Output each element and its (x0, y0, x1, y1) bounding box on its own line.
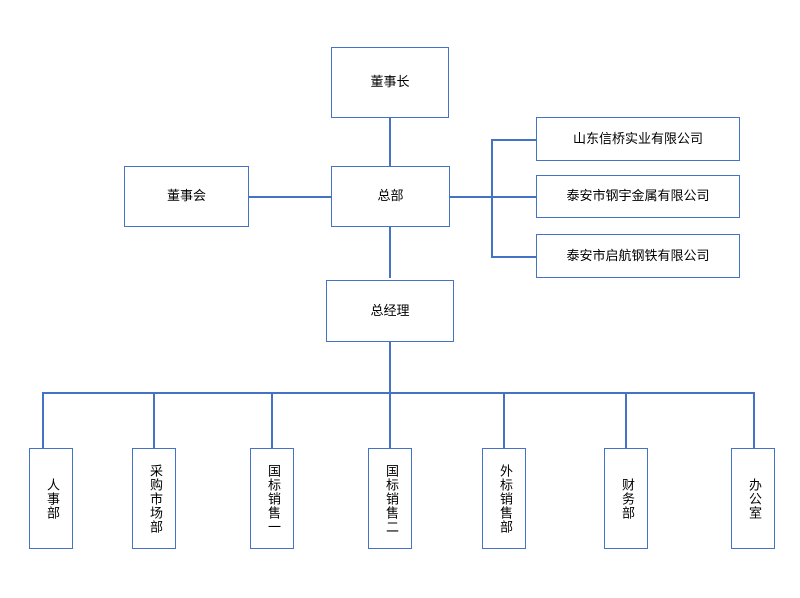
node-chairman[interactable]: 董事长 (331, 47, 449, 118)
node-department-purchasing-market-label: 采购市场部 (147, 463, 162, 534)
node-board[interactable]: 董事会 (124, 166, 249, 227)
node-department-office[interactable]: 办公室 (731, 448, 775, 549)
edge-headquarters-to-subsidiary-bus (450, 196, 492, 198)
edge-drop-dept3 (271, 392, 273, 448)
node-department-hr-label: 人事部 (44, 477, 59, 520)
edge-drop-dept5 (503, 392, 505, 448)
edge-department-bus (42, 392, 754, 394)
edge-headquarters-to-general-manager (389, 226, 391, 278)
edge-drop-dept2 (153, 392, 155, 448)
node-general-manager-label: 总经理 (370, 303, 410, 319)
node-headquarters[interactable]: 总部 (331, 166, 450, 227)
edge-board-to-headquarters (249, 196, 331, 198)
node-department-finance[interactable]: 财务部 (604, 448, 648, 549)
edge-subsidiary-3-stub (491, 256, 536, 258)
node-chairman-label: 董事长 (370, 75, 410, 90)
node-department-national-sales-1-label: 国标销售一 (265, 463, 280, 534)
edge-drop-dept4 (389, 392, 391, 448)
node-general-manager[interactable]: 总经理 (326, 280, 454, 342)
node-department-hr[interactable]: 人事部 (29, 448, 73, 549)
node-subsidiary-3[interactable]: 泰安市启航钢铁有限公司 (536, 234, 740, 278)
edge-subsidiary-2-stub (491, 196, 536, 198)
node-department-foreign-sales[interactable]: 外标销售部 (482, 448, 526, 549)
node-board-label: 董事会 (166, 189, 206, 204)
edge-subsidiary-1-stub (491, 139, 536, 141)
node-subsidiary-2[interactable]: 泰安市钢宇金属有限公司 (536, 175, 740, 218)
node-subsidiary-2-label: 泰安市钢宇金属有限公司 (566, 189, 710, 204)
node-department-national-sales-1[interactable]: 国标销售一 (250, 448, 294, 549)
node-subsidiary-1[interactable]: 山东信桥实业有限公司 (536, 117, 740, 161)
node-subsidiary-1-label: 山东信桥实业有限公司 (572, 131, 703, 147)
edge-drop-dept1 (42, 392, 44, 448)
node-headquarters-label: 总部 (377, 189, 404, 204)
edge-chairman-to-headquarters (389, 118, 391, 168)
node-department-national-sales-2-label: 国标销售二 (383, 463, 398, 534)
edge-general-manager-to-department-bus (389, 342, 391, 393)
node-department-office-label: 办公室 (746, 477, 761, 520)
node-department-finance-label: 财务部 (619, 477, 634, 520)
node-department-foreign-sales-label: 外标销售部 (497, 463, 512, 534)
edge-drop-dept6 (625, 392, 627, 448)
node-subsidiary-3-label: 泰安市启航钢铁有限公司 (566, 248, 710, 264)
node-department-purchasing-market[interactable]: 采购市场部 (132, 448, 176, 549)
edge-drop-dept7 (753, 392, 755, 448)
edge-subsidiary-bus-vertical (491, 139, 493, 257)
node-department-national-sales-2[interactable]: 国标销售二 (368, 448, 412, 549)
